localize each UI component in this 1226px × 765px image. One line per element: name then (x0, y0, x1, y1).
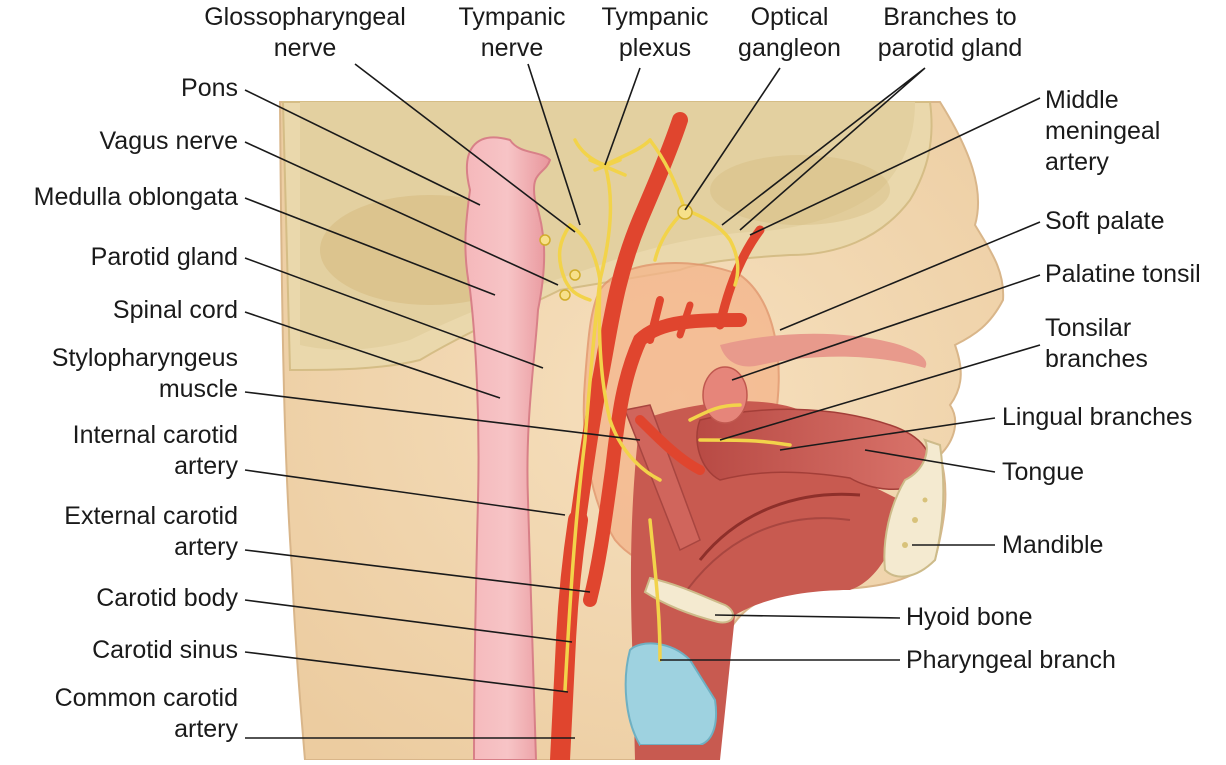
leader-spinal-cord (244, 311, 501, 399)
artery-branch (646, 296, 664, 344)
label-parotid-gland: Parotid gland (90, 243, 238, 271)
stylopharyngeus-shape (623, 404, 701, 552)
mandible-marrow-3 (922, 497, 928, 503)
leader-tongue (864, 449, 996, 473)
leader-carotid-body (244, 599, 573, 643)
brain-region (300, 102, 915, 350)
leader-tympanic-nerve (527, 63, 581, 226)
leader-hyoid (714, 614, 901, 619)
label-hyoid-bone: Hyoid bone (906, 603, 1033, 631)
leader-optical-ganglion (684, 67, 781, 211)
leader-lingual (779, 417, 996, 451)
leader-pons (244, 89, 481, 206)
glossopharyngeal-nerve-network (557, 138, 792, 692)
hyoid-bone-shape (643, 576, 734, 624)
nerve-ganglion (539, 234, 551, 246)
pharynx-muscle (630, 401, 900, 760)
mandible-marrow-2 (902, 542, 908, 548)
label-pons: Pons (181, 74, 238, 102)
label-tympanic-plexus: Tympanic plexus (601, 3, 709, 62)
leader-middle-meningeal (749, 97, 1041, 236)
leader-lines (244, 63, 1041, 739)
label-common-carotid-artery: Common carotid artery (54, 684, 238, 743)
leader-vagus (244, 141, 559, 286)
palatine-tonsil-shape (702, 366, 748, 424)
brain-shadow-2 (710, 155, 890, 225)
label-vagus-nerve: Vagus nerve (99, 127, 238, 155)
label-stylopharyngeus-muscle: Stylopharyngeus muscle (51, 344, 238, 403)
leader-palatine-tonsil (731, 274, 1041, 381)
label-pharyngeal-branch: Pharyngeal branch (906, 646, 1116, 674)
leader-tonsilar (719, 344, 1041, 441)
label-spinal-cord: Spinal cord (112, 296, 238, 324)
leader-external-carotid (244, 549, 591, 593)
label-carotid-body: Carotid body (96, 584, 238, 612)
trachea-shape (640, 745, 710, 760)
artery-branch-2 (676, 301, 694, 339)
internal-carotid-artery-shape (570, 112, 688, 528)
leader-internal-carotid (244, 469, 566, 516)
leader-parotid (244, 257, 544, 369)
label-carotid-sinus: Carotid sinus (92, 636, 238, 664)
label-palatine-tonsil: Palatine tonsil (1045, 260, 1201, 288)
mandible-marrow (912, 517, 918, 523)
muscle-striation (698, 492, 861, 561)
label-optical-ganglion: Optical gangleon (738, 3, 841, 62)
optical-ganglion-node (677, 204, 693, 220)
label-internal-carotid-artery: Internal carotid artery (72, 421, 238, 480)
artery-branch-3 (635, 415, 705, 475)
leader-medulla (244, 197, 496, 296)
label-tongue: Tongue (1002, 458, 1085, 486)
soft-palate-shape (720, 333, 927, 368)
label-soft-palate: Soft palate (1045, 207, 1165, 235)
label-middle-meningeal-artery: Middle meningeal artery (1045, 86, 1161, 176)
label-branches-to-parotid-gland: Branches to parotid gland (877, 3, 1023, 62)
nerve-ganglion-3 (559, 289, 571, 301)
external-carotid-artery-shape (583, 313, 747, 607)
muscle-striation-2 (679, 517, 851, 601)
nerve-ganglion-2 (569, 269, 581, 281)
label-mandible: Mandible (1002, 531, 1104, 559)
brainstem-shape (464, 136, 552, 761)
label-external-carotid-artery: External carotid artery (64, 502, 238, 561)
mandible-shape (883, 438, 945, 578)
leader-carotid-sinus (244, 651, 569, 693)
label-tonsilar-branches: Tonsilar branches (1045, 314, 1148, 373)
leader-tympanic-plexus (604, 67, 641, 166)
label-lingual-branches: Lingual branches (1002, 403, 1193, 431)
leader-soft-palate (779, 221, 1041, 331)
leader-branches-parotid (721, 67, 926, 231)
leader-stylopharyngeus (244, 391, 641, 441)
label-tympanic-nerve: Tympanic nerve (458, 3, 566, 62)
label-glossopharyngeal-nerve: Glossopharyngeal nerve (204, 3, 406, 62)
label-medulla-oblongata: Medulla oblongata (33, 183, 238, 211)
leader-glossopharyngeal (354, 63, 576, 233)
